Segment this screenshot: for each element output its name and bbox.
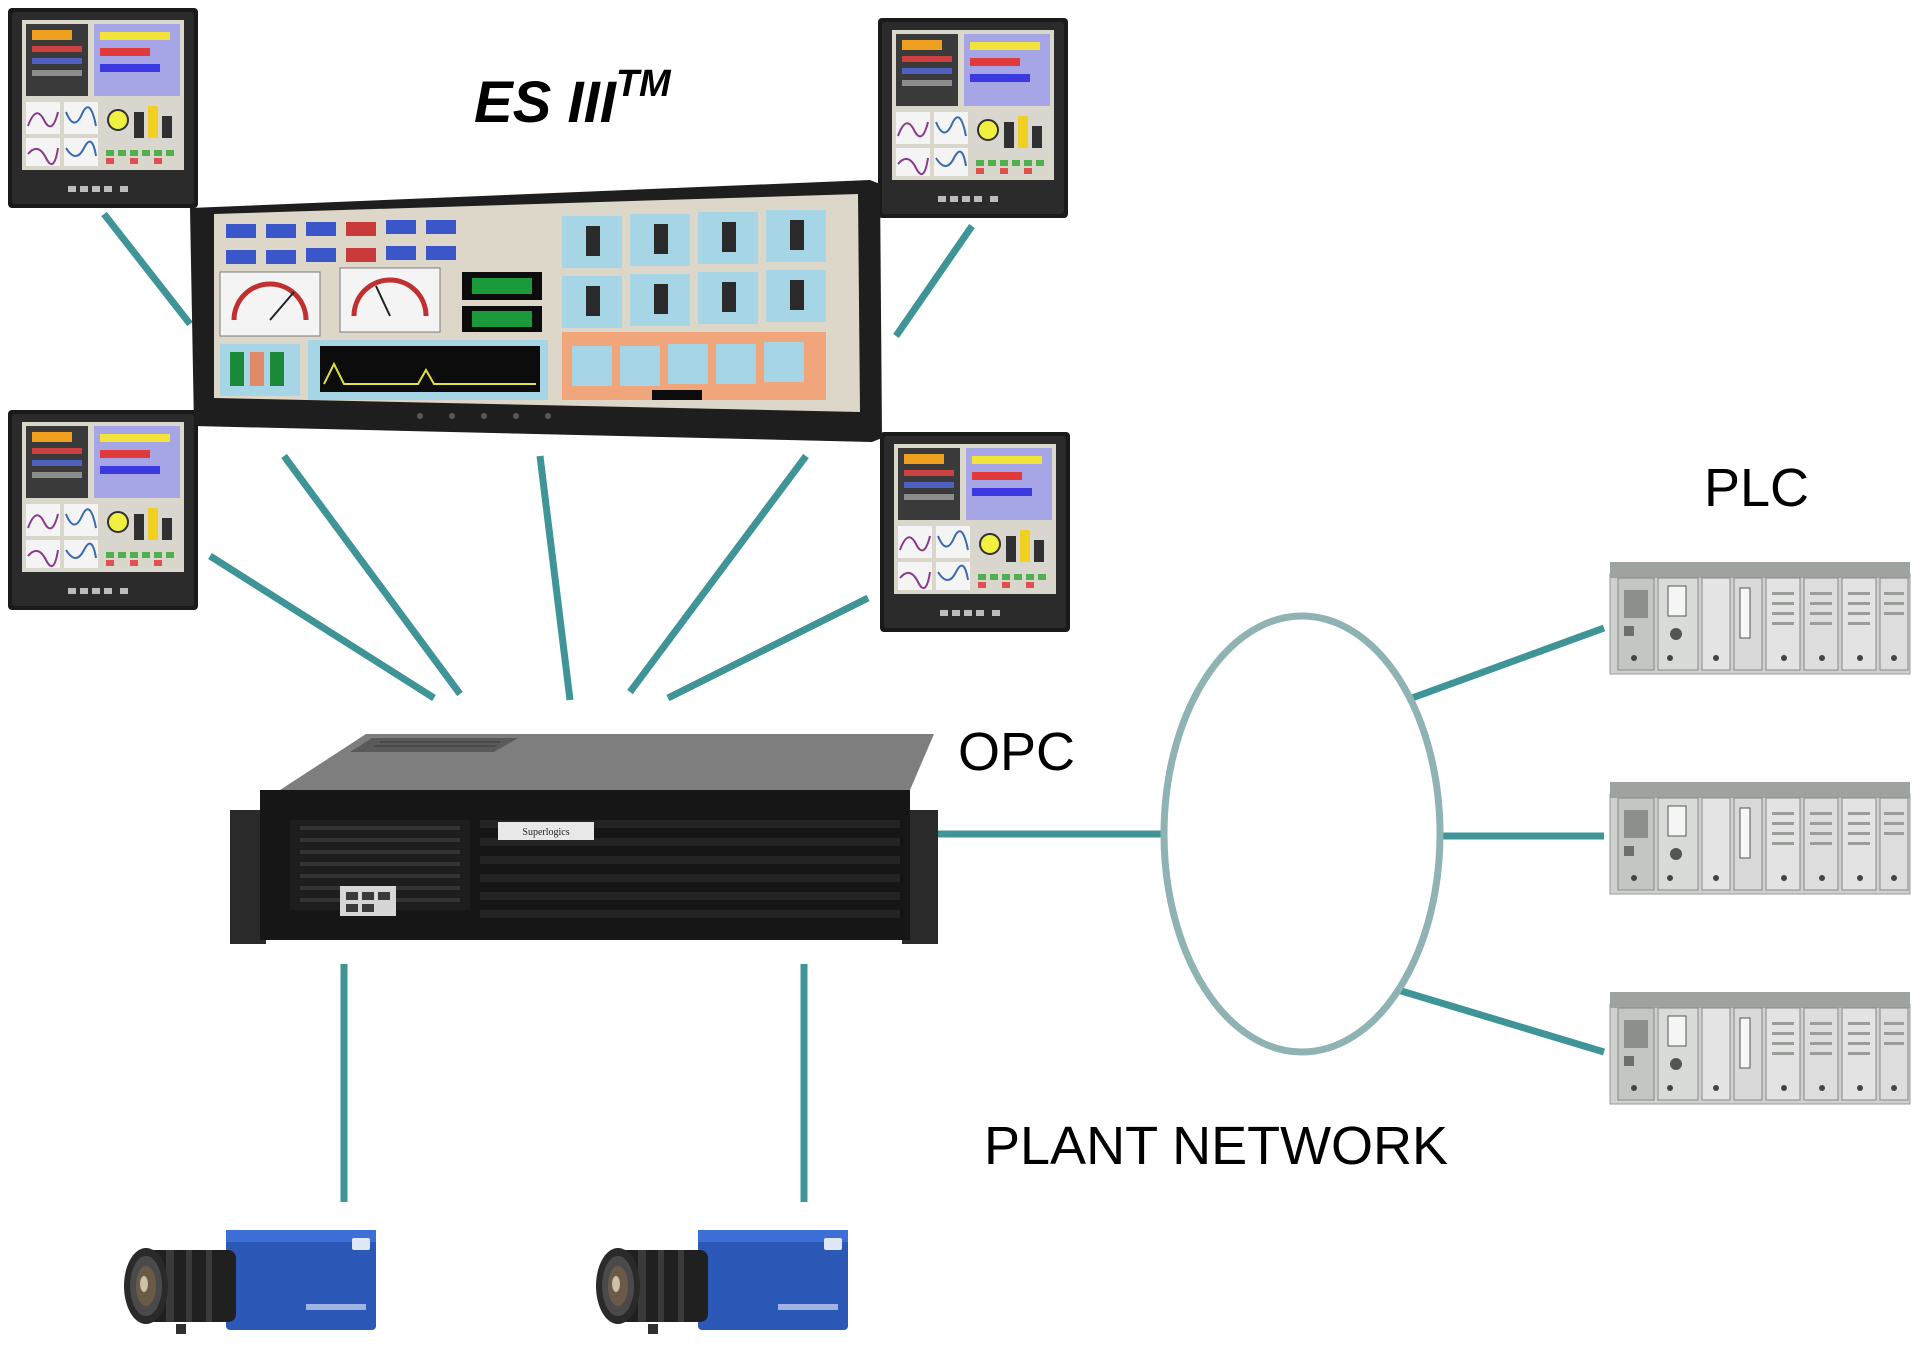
- plant-network-ring: [1160, 612, 1444, 1056]
- camera-icon: [124, 1230, 376, 1334]
- link-monitor-mid-right: [666, 594, 870, 702]
- plc-label: PLC: [1704, 458, 1809, 518]
- monitor-icon: [879, 431, 1071, 633]
- camera-icon: [596, 1230, 848, 1334]
- link-monitor-top-left: [101, 211, 193, 327]
- link-monitor-top-right: [893, 224, 975, 338]
- connection-lines: [101, 211, 1606, 1202]
- link-wide-display-right: [627, 453, 809, 695]
- rack-server-icon: Superlogics: [230, 734, 938, 944]
- link-wide-display-center: [536, 455, 574, 701]
- trademark-superscript: TM: [616, 63, 672, 105]
- plc-rack-icon: [1609, 561, 1911, 675]
- monitor-icon: [877, 17, 1069, 219]
- opc-label: OPC: [958, 722, 1075, 782]
- wide-display-icon: [190, 180, 882, 442]
- plc-rack-icon: [1609, 781, 1911, 895]
- plant-network-label: PLANT NETWORK: [984, 1116, 1448, 1176]
- link-network-plc-bottom: [1396, 986, 1606, 1056]
- link-wide-display-left: [281, 453, 463, 697]
- link-network-plc-top: [1410, 624, 1606, 702]
- server-brand-label: Superlogics: [522, 827, 569, 838]
- link-monitor-mid-left: [208, 553, 436, 701]
- monitor-icon: [7, 409, 199, 611]
- system-title: ES IIITM: [474, 63, 672, 135]
- monitor-icon: [7, 7, 199, 209]
- plc-rack-icon: [1609, 991, 1911, 1105]
